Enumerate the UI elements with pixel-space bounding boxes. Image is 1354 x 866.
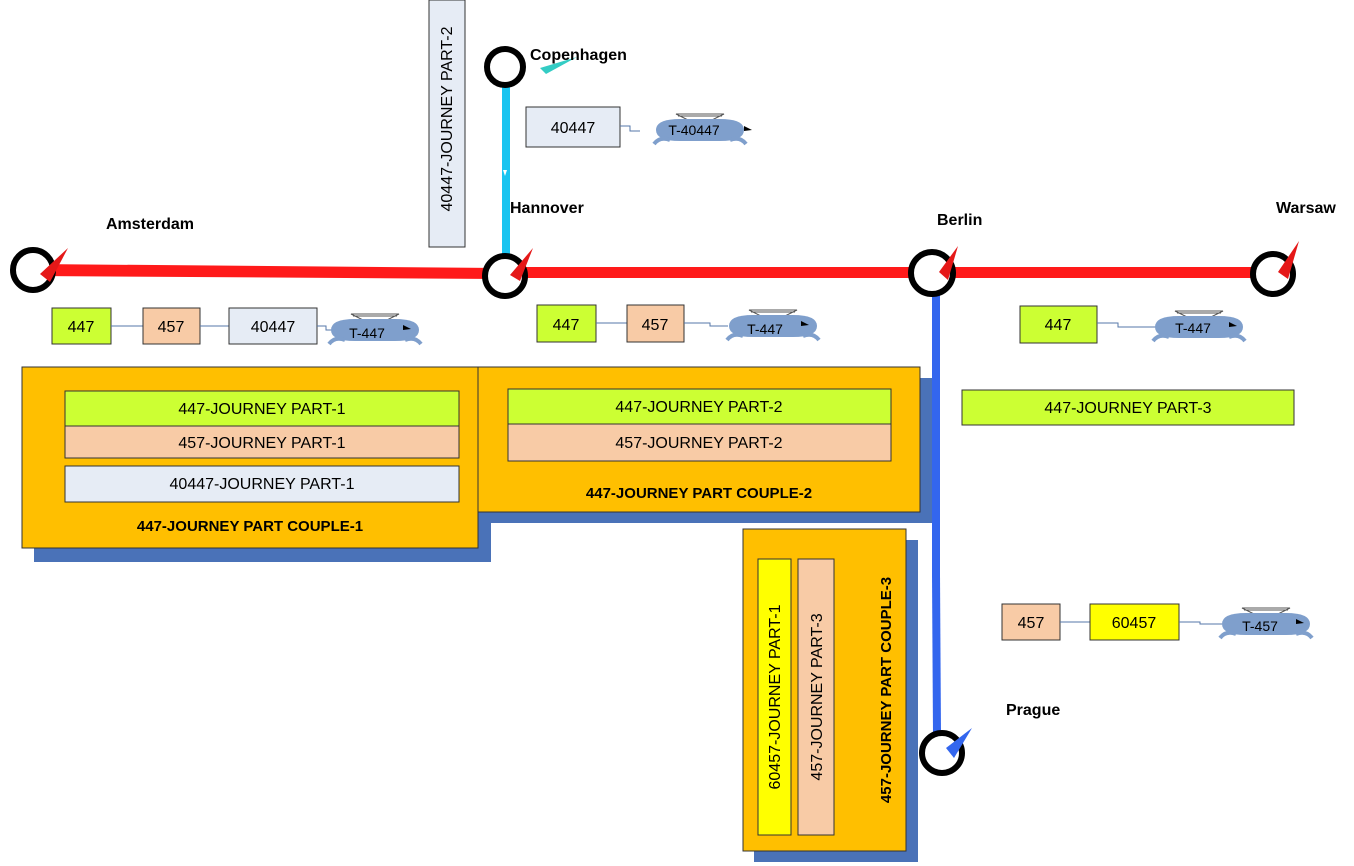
- couple-title: 457-JOURNEY PART COUPLE-3: [878, 577, 895, 803]
- direction-arrow-icon: [503, 170, 507, 176]
- journey-part-label: 457-JOURNEY PART-1: [178, 435, 345, 452]
- arrow-icon: [1229, 322, 1237, 327]
- station-label: Copenhagen: [530, 47, 627, 64]
- flag-icon: [1278, 241, 1299, 279]
- vehicle-label: 447: [553, 317, 580, 334]
- journey-part-box[interactable]: [64, 465, 460, 503]
- flag-icon: [510, 248, 533, 281]
- couple-title: 447-JOURNEY PART COUPLE-2: [586, 485, 812, 502]
- flag-icon: [540, 57, 577, 74]
- vehicle-box[interactable]: [1019, 305, 1098, 344]
- station-label: Prague: [1006, 702, 1060, 719]
- connector: [1097, 322, 1157, 328]
- rail-hannover-berlin: [500, 267, 932, 278]
- vehicle-label: 447: [1045, 317, 1072, 334]
- rail-berlin-warsaw: [932, 267, 1278, 278]
- station-label: Berlin: [937, 212, 982, 229]
- vehicle-label: 457: [1018, 615, 1045, 632]
- arrow-icon: [403, 325, 411, 330]
- station-label: Amsterdam: [106, 216, 194, 233]
- vehicle-label: 447: [68, 319, 95, 336]
- train-label: T-457: [1242, 618, 1278, 634]
- journey-part-label: 457-JOURNEY PART-2: [615, 435, 782, 452]
- train-label: T-447: [1175, 320, 1211, 336]
- vehicle-box[interactable]: [228, 307, 318, 345]
- journey-part-box[interactable]: [757, 558, 792, 836]
- vehicle-box[interactable]: [51, 307, 112, 345]
- station-prague[interactable]: [919, 730, 965, 776]
- station-label: Hannover: [510, 200, 584, 217]
- vehicle-label: 40447: [251, 319, 296, 336]
- flag-icon: [40, 248, 68, 282]
- station-label: Warsaw: [1276, 200, 1336, 217]
- couple-title: 447-JOURNEY PART COUPLE-1: [137, 518, 363, 535]
- journey-part-box[interactable]: [428, 0, 466, 248]
- journey-part-label: 457-JOURNEY PART-3: [809, 613, 826, 780]
- station-warsaw[interactable]: [1250, 251, 1296, 297]
- train-label: T-447: [747, 321, 783, 337]
- arrow-icon: [1296, 619, 1304, 624]
- arrow-icon: [744, 126, 752, 131]
- journey-part-label: 447-JOURNEY PART-2: [615, 399, 782, 416]
- connector: [1179, 621, 1222, 625]
- train-label: T-447: [349, 325, 385, 341]
- station-hannover[interactable]: [482, 253, 528, 299]
- journey-part-label: 447-JOURNEY PART-1: [178, 401, 345, 418]
- connector: [317, 325, 332, 331]
- journey-part-label: 447-JOURNEY PART-3: [1044, 400, 1211, 417]
- connector: [684, 322, 728, 327]
- train-label: T-40447: [668, 122, 720, 138]
- vehicle-box[interactable]: [1089, 603, 1180, 641]
- vehicle-box[interactable]: [626, 304, 685, 343]
- station-copenhagen[interactable]: [484, 46, 526, 88]
- journey-part-box[interactable]: [797, 558, 835, 836]
- vehicle-label: 457: [642, 317, 669, 334]
- rail-copenhagen-hannover: [502, 85, 510, 270]
- station-berlin[interactable]: [908, 249, 956, 297]
- vehicle-label: 60457: [1112, 615, 1157, 632]
- arrow-icon: [801, 321, 809, 326]
- journey-part-box[interactable]: [64, 390, 460, 427]
- flag-icon: [946, 728, 972, 758]
- rail-amsterdam-hannover: [33, 264, 500, 279]
- journey-part-box[interactable]: [507, 388, 892, 425]
- vehicle-box[interactable]: [536, 304, 597, 343]
- journey-part-label: 40447-JOURNEY PART-2: [439, 26, 456, 211]
- connector: [620, 125, 640, 132]
- vehicle-box[interactable]: [525, 106, 621, 148]
- journey-part-box[interactable]: [961, 389, 1295, 426]
- flag-icon: [939, 246, 958, 280]
- journey-part-box[interactable]: [64, 425, 460, 459]
- vehicle-label: 457: [158, 319, 185, 336]
- rail-berlin-prague: [932, 275, 940, 575]
- journey-part-box[interactable]: [507, 423, 892, 462]
- vehicle-box[interactable]: [142, 307, 201, 345]
- vehicle-label: 40447: [551, 120, 596, 137]
- journey-part-label: 40447-JOURNEY PART-1: [170, 476, 355, 493]
- journey-part-label: 60457-JOURNEY PART-1: [767, 604, 784, 789]
